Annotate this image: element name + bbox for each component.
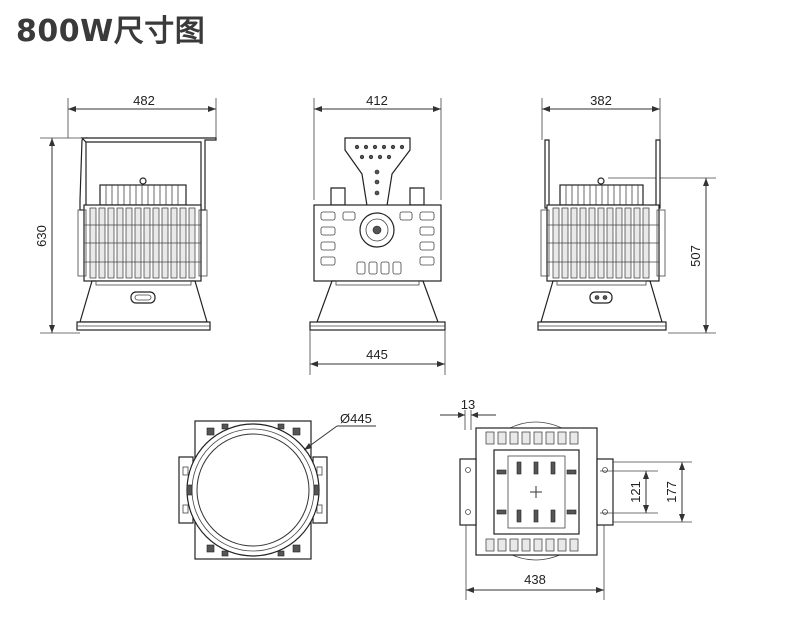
page-title: 800W尺寸图	[16, 14, 206, 49]
bottom-view: Ø445	[178, 411, 376, 560]
back-heatsink-fins	[547, 207, 659, 279]
dim-back-width: 382	[590, 93, 612, 108]
bottom-clips	[186, 423, 320, 557]
side-housing-slots	[320, 211, 435, 275]
dim-top-width: 438	[524, 572, 546, 587]
back-top-fins	[565, 185, 639, 205]
front-top-fins	[105, 185, 179, 205]
front-heatsink-fins	[84, 207, 201, 279]
front-view: 482 630	[34, 93, 217, 334]
top-fins	[485, 431, 579, 552]
dim-side-top-width: 412	[366, 93, 388, 108]
dim-side-bottom-width: 445	[366, 347, 388, 362]
top-view: 13	[440, 397, 692, 600]
back-view: 382 507	[537, 93, 716, 334]
dim-front-width: 482	[133, 93, 155, 108]
top-plate-slots	[496, 461, 577, 523]
dim-front-height: 630	[34, 225, 49, 247]
side-view: 412	[309, 93, 446, 375]
dim-back-height: 507	[688, 245, 703, 267]
dim-diameter: Ø445	[340, 411, 372, 426]
dim-hole-spacing-inner: 121	[628, 481, 643, 503]
dim-slot-width: 13	[461, 397, 475, 412]
yoke-holes	[354, 144, 405, 196]
dim-hole-spacing-outer: 177	[664, 481, 679, 503]
